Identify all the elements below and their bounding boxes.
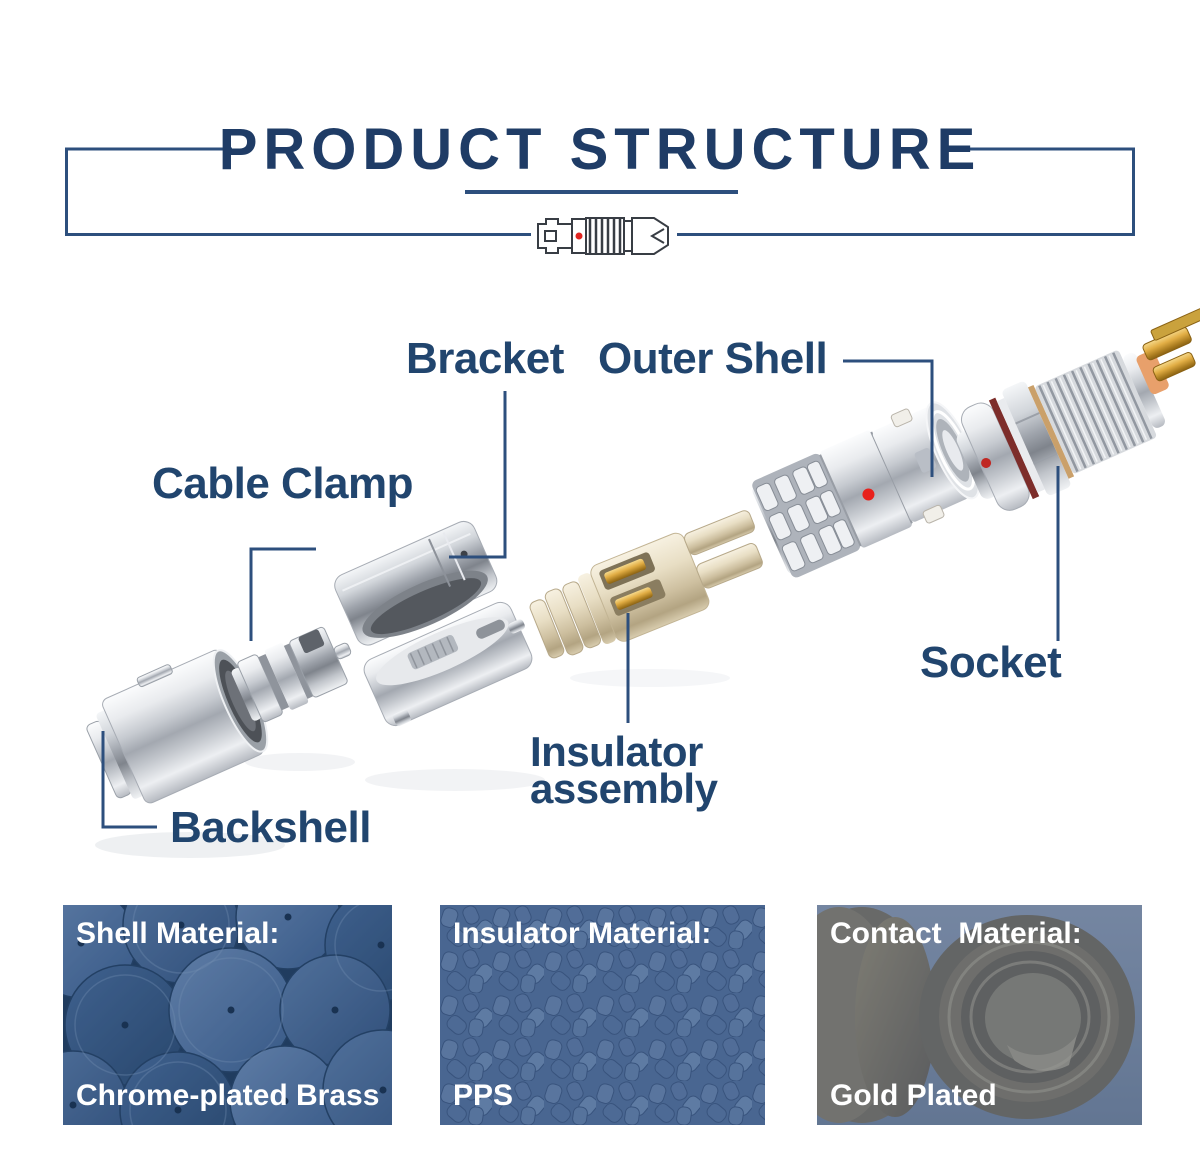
insulator-label-line1: Insulator <box>530 728 703 775</box>
page-title: PRODUCT STRUCTURE <box>218 117 982 182</box>
socket-label: Socket <box>920 638 1062 687</box>
bracket-upper-part <box>334 520 498 646</box>
shell-material-panel: Shell Material: Chrome-plated Brass <box>63 905 392 1125</box>
title-underline <box>465 190 738 194</box>
shell-material-title: Shell Material: <box>76 917 280 950</box>
socket-part <box>956 305 1200 511</box>
contact-material-value: Gold Plated <box>830 1079 997 1112</box>
bracket-lower-part <box>363 601 533 727</box>
leader-line-cable-clamp <box>249 547 316 641</box>
backshell-label: Backshell <box>170 803 371 852</box>
insulator-material-panel: Insulator Material: PPS <box>440 905 765 1125</box>
backshell-part <box>86 649 269 804</box>
cable-clamp-part <box>231 626 352 723</box>
insulator-label-line2: assembly <box>530 765 718 812</box>
gold-coil-image <box>817 905 1142 1125</box>
brass-rods-image <box>63 905 392 1125</box>
leader-line-outer-shell <box>843 359 934 477</box>
insulator-assembly-part <box>529 510 763 659</box>
outer-shell-label: Outer Shell <box>598 334 828 383</box>
insulator-assembly-label: Insulator assembly <box>530 728 718 812</box>
leader-line-backshell <box>101 731 157 829</box>
insulator-material-value: PPS <box>453 1079 514 1112</box>
insulator-material-title: Insulator Material: <box>453 917 712 950</box>
shell-material-value: Chrome-plated Brass <box>76 1079 380 1112</box>
bracket-label: Bracket <box>406 334 564 383</box>
cable-clamp-label: Cable Clamp <box>152 459 414 508</box>
leader-line-bracket <box>449 391 507 559</box>
connector-plug-icon <box>531 212 677 260</box>
part-shadows <box>95 669 730 858</box>
contact-material-panel: Contact Material: Gold Plated <box>817 905 1142 1125</box>
contact-material-title: Contact Material: <box>830 917 1082 950</box>
plastic-pellets-image <box>440 905 765 1125</box>
outer-shell-part <box>752 401 981 578</box>
